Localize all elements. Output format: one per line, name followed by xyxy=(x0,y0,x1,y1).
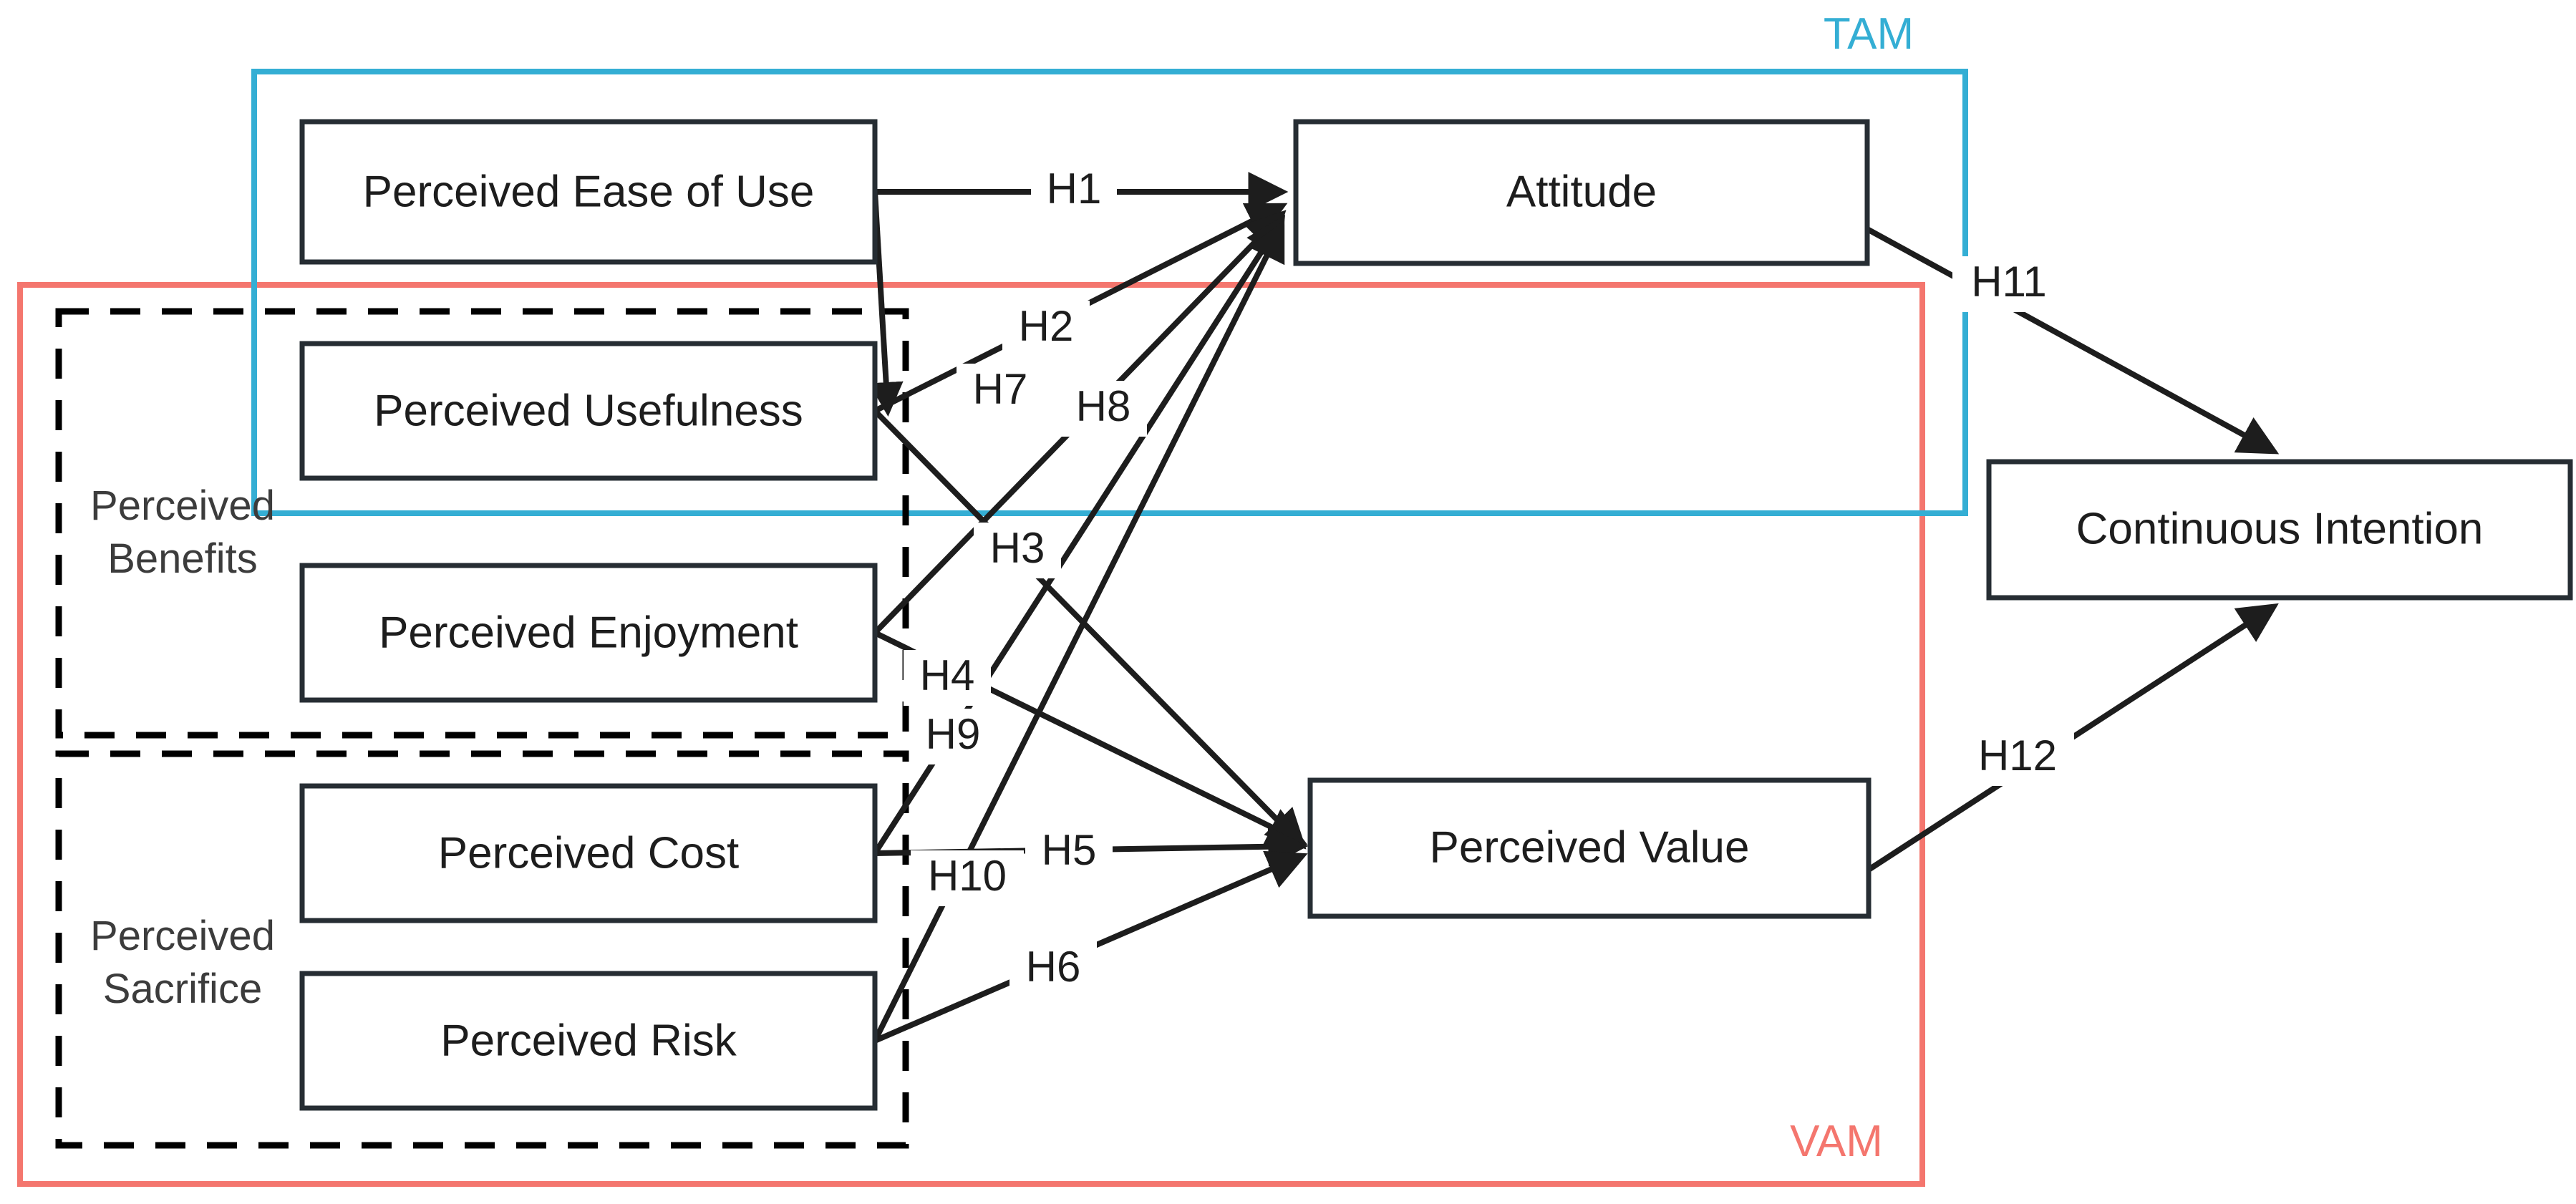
hypothesis-label-h2: H2 xyxy=(1002,301,1090,356)
hyp-text-h1: H1 xyxy=(1047,165,1102,213)
group-perceived-sacrifice: Perceived Sacrifice xyxy=(55,750,909,1149)
node-perceived-value[interactable]: Perceived Value xyxy=(1307,777,1872,919)
node-rect-ci[interactable] xyxy=(1986,459,2573,601)
node-perceived-risk[interactable]: Perceived Risk xyxy=(299,971,878,1111)
node-perceived-cost[interactable]: Perceived Cost xyxy=(299,783,878,923)
hypothesis-label-h9: H9 xyxy=(909,709,997,764)
hypothesis-label-h5: H5 xyxy=(1025,825,1113,880)
node-label-attitude: Attitude xyxy=(1506,167,1657,216)
node-label-pv: Perceived Value xyxy=(1430,822,1750,872)
node-label-ci: Continuous Intention xyxy=(2076,504,2484,553)
node-label-pe: Perceived Enjoyment xyxy=(379,608,798,657)
node-rect-peou[interactable] xyxy=(299,119,878,265)
node-rect-pe[interactable] xyxy=(299,563,878,703)
hypothesis-label-h4: H4 xyxy=(904,650,991,706)
vam-frame-rect xyxy=(17,282,1925,1187)
hyp-text-h6: H6 xyxy=(1026,943,1081,991)
node-label-pu: Perceived Usefulness xyxy=(374,386,803,435)
hypothesis-label-h11: H11 xyxy=(1952,256,2066,312)
frame-vam: VAM xyxy=(17,282,1925,1187)
tam-frame-label: TAM xyxy=(1824,9,1914,59)
node-rect-pv[interactable] xyxy=(1307,777,1872,919)
node-perceived-ease-of-use[interactable]: Perceived Ease of Use xyxy=(299,119,878,265)
node-label-pr: Perceived Risk xyxy=(440,1016,737,1065)
hypothesis-label-h3: H3 xyxy=(974,523,1061,578)
vam-frame-label: VAM xyxy=(1790,1117,1883,1166)
hypothesis-label-h8: H8 xyxy=(1060,381,1147,437)
perceived-benefits-dashed-rect xyxy=(55,308,909,739)
hypothesis-label-h7: H7 xyxy=(957,364,1044,419)
perceived-sacrifice-label-line1: Perceived xyxy=(90,913,275,959)
node-attitude[interactable]: Attitude xyxy=(1293,119,1870,266)
perceived-benefits-label-line2: Benefits xyxy=(107,535,258,582)
perceived-benefits-label-line1: Perceived xyxy=(90,482,275,529)
hyp-text-h11: H11 xyxy=(1971,258,2047,306)
node-rect-pr[interactable] xyxy=(299,971,878,1111)
node-rect-pc[interactable] xyxy=(299,783,878,923)
node-rect-pu[interactable] xyxy=(299,341,878,481)
node-perceived-enjoyment[interactable]: Perceived Enjoyment xyxy=(299,563,878,703)
hyp-text-h9: H9 xyxy=(926,710,981,758)
hypothesis-label-h6: H6 xyxy=(1009,941,1097,997)
hypothesis-label-h12: H12 xyxy=(1961,730,2074,786)
node-rect-attitude[interactable] xyxy=(1293,119,1870,266)
hyp-text-h5: H5 xyxy=(1042,826,1097,874)
hyp-text-h4: H4 xyxy=(920,651,975,699)
hypothesis-label-h1: H1 xyxy=(1031,163,1117,219)
node-label-peou: Perceived Ease of Use xyxy=(363,167,815,216)
hypothesis-label-h10: H10 xyxy=(911,850,1024,906)
node-label-pc: Perceived Cost xyxy=(438,828,739,878)
path-h8 xyxy=(873,409,1307,850)
node-perceived-usefulness[interactable]: Perceived Usefulness xyxy=(299,341,878,481)
hyp-text-h10: H10 xyxy=(928,852,1007,900)
group-perceived-benefits: Perceived Benefits xyxy=(55,308,909,739)
hyp-text-h3: H3 xyxy=(990,524,1045,572)
hyp-text-h12: H12 xyxy=(1978,732,2057,780)
perceived-sacrifice-label-line2: Sacrifice xyxy=(103,966,262,1012)
perceived-sacrifice-dashed-rect xyxy=(55,750,909,1149)
path-h11 xyxy=(1866,226,2280,455)
hyp-text-h8: H8 xyxy=(1076,382,1131,430)
hyp-text-h2: H2 xyxy=(1019,302,1074,350)
node-continuous-intention[interactable]: Continuous Intention xyxy=(1986,459,2573,601)
hyp-text-h7: H7 xyxy=(973,365,1028,413)
